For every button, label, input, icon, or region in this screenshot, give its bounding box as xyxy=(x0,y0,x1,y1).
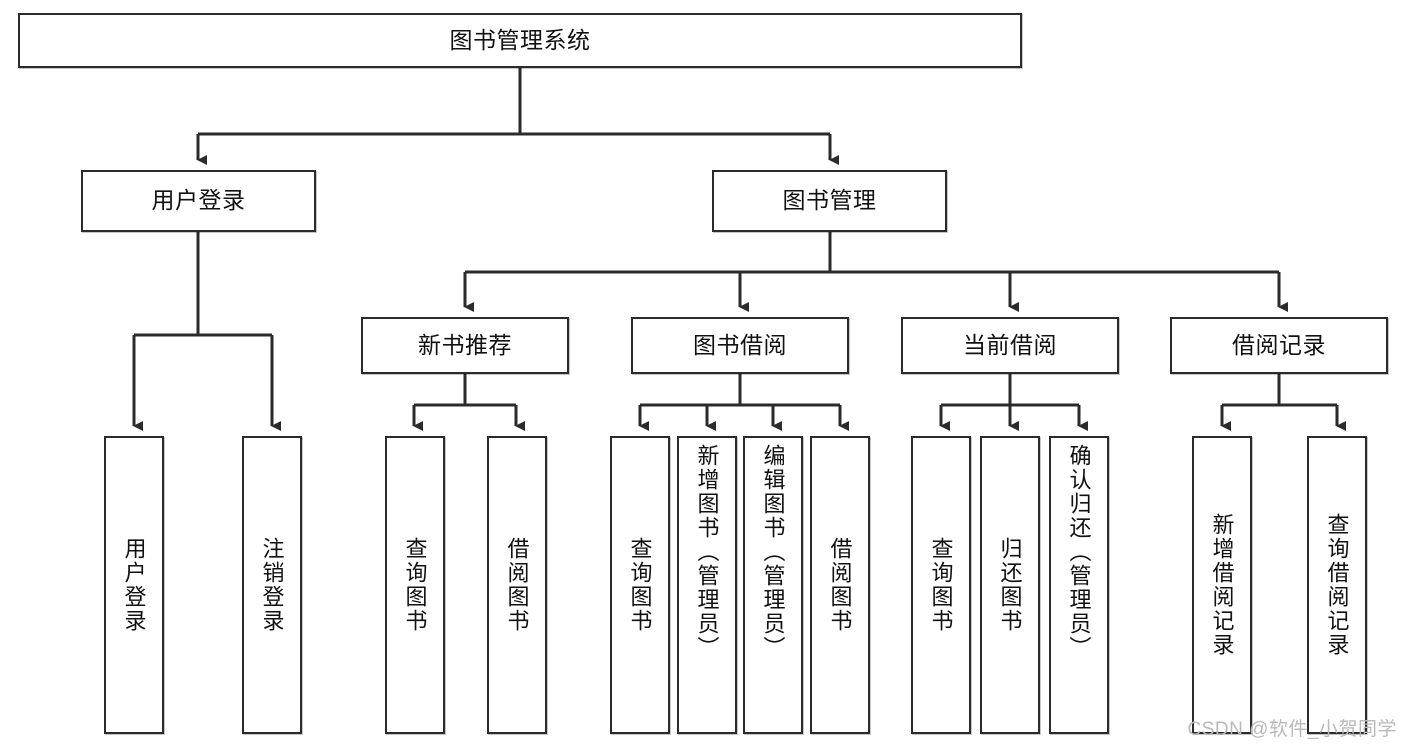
leaf-current-confirm-return-label: 确认归还（管理员） xyxy=(1066,444,1092,660)
leaf-borrow-query-book-label: 查询图书 xyxy=(627,537,653,633)
leaf-borrow-edit-book[interactable]: 编辑图书（管理员） xyxy=(743,436,803,734)
leaf-records-query-record-label: 查询借阅记录 xyxy=(1324,513,1350,657)
leaf-user-login-signout-label: 注销登录 xyxy=(259,537,285,633)
leaf-records-add-record[interactable]: 新增借阅记录 xyxy=(1192,436,1252,734)
leaf-user-login-signin-label: 用户登录 xyxy=(121,537,147,633)
node-book-management-label: 图书管理 xyxy=(782,187,877,214)
leaf-recommend-borrow-book[interactable]: 借阅图书 xyxy=(487,436,547,734)
leaf-current-query-book[interactable]: 查询图书 xyxy=(911,436,971,734)
leaf-borrow-add-book[interactable]: 新增图书（管理员） xyxy=(677,436,737,734)
watermark: CSDN @软件_小贺同学 xyxy=(1187,719,1397,740)
leaf-borrow-edit-book-label: 编辑图书（管理员） xyxy=(760,444,786,660)
node-user-login-label: 用户登录 xyxy=(151,187,246,214)
node-new-book-recommend-label: 新书推荐 xyxy=(418,331,512,358)
leaf-current-confirm-return[interactable]: 确认归还（管理员） xyxy=(1049,436,1109,734)
node-book-management[interactable]: 图书管理 xyxy=(712,170,947,232)
leaf-recommend-borrow-book-label: 借阅图书 xyxy=(504,537,530,633)
leaf-recommend-query-book-label: 查询图书 xyxy=(402,537,428,633)
node-borrow-records-label: 借阅记录 xyxy=(1232,331,1326,358)
leaf-current-return-book-label: 归还图书 xyxy=(997,537,1023,633)
node-borrow-records[interactable]: 借阅记录 xyxy=(1170,317,1388,374)
node-root-label: 图书管理系统 xyxy=(449,26,591,53)
leaf-recommend-query-book[interactable]: 查询图书 xyxy=(385,436,445,734)
node-new-book-recommend[interactable]: 新书推荐 xyxy=(361,317,569,374)
leaf-records-add-record-label: 新增借阅记录 xyxy=(1209,513,1235,657)
leaf-borrow-borrow-book-label: 借阅图书 xyxy=(827,537,853,633)
node-current-borrow[interactable]: 当前借阅 xyxy=(901,317,1119,374)
node-root[interactable]: 图书管理系统 xyxy=(18,13,1022,68)
leaf-user-login-signout[interactable]: 注销登录 xyxy=(242,436,302,734)
node-user-login[interactable]: 用户登录 xyxy=(81,170,316,232)
leaf-borrow-add-book-label: 新增图书（管理员） xyxy=(694,444,720,660)
leaf-user-login-signin[interactable]: 用户登录 xyxy=(104,436,164,734)
node-book-borrow-label: 图书借阅 xyxy=(693,331,787,358)
node-current-borrow-label: 当前借阅 xyxy=(963,331,1057,358)
leaf-borrow-borrow-book[interactable]: 借阅图书 xyxy=(810,436,870,734)
leaf-current-return-book[interactable]: 归还图书 xyxy=(980,436,1040,734)
node-book-borrow[interactable]: 图书借阅 xyxy=(631,317,849,374)
leaf-records-query-record[interactable]: 查询借阅记录 xyxy=(1307,436,1367,734)
leaf-current-query-book-label: 查询图书 xyxy=(928,537,954,633)
leaf-borrow-query-book[interactable]: 查询图书 xyxy=(610,436,670,734)
